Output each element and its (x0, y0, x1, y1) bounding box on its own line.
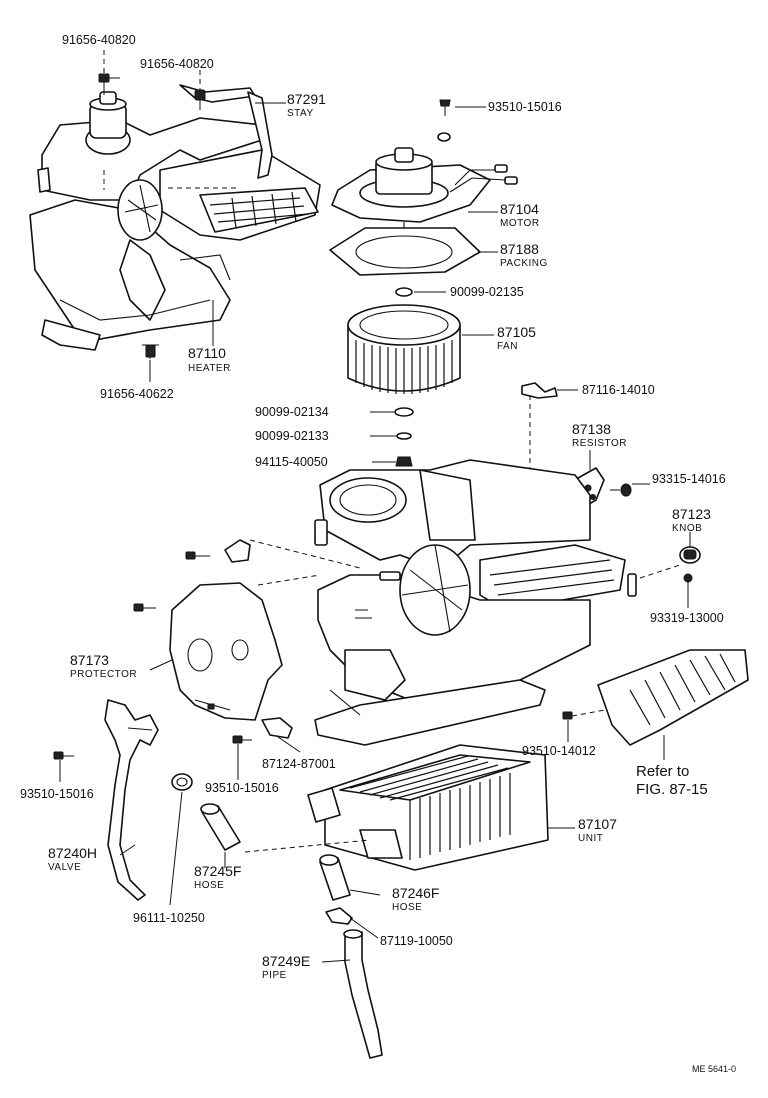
label-knob: KNOB (672, 523, 702, 534)
label-motor: MOTOR (500, 218, 540, 229)
label-hose-b: HOSE (392, 902, 422, 913)
label-87291: 87291 (287, 91, 326, 107)
screw-93510-14012-icon (562, 709, 606, 720)
figure-code: ME 5641-0 (692, 1064, 736, 1074)
label-stay: STAY (287, 108, 314, 119)
label-87105: 87105 (497, 324, 536, 340)
label-87107: 87107 (578, 816, 617, 832)
label-87110: 87110 (188, 345, 226, 361)
label-87119-10050: 87119-10050 (380, 934, 453, 948)
label-87124-87001: 87124-87001 (262, 757, 336, 771)
label-87123: 87123 (672, 506, 711, 522)
clamp-96111-10250-icon (171, 773, 193, 791)
label-91656-40820-a: 91656-40820 (62, 33, 136, 47)
pipe (343, 929, 383, 1059)
label-fig-87-15: FIG. 87-15 (636, 781, 708, 798)
heater-core-unit (307, 744, 549, 871)
label-refer-to: Refer to (636, 763, 689, 780)
screw-93510-15016-left-icon (53, 751, 74, 760)
label-packing: PACKING (500, 258, 548, 269)
screw-protector-icon (133, 603, 156, 612)
label-90099-02134: 90099-02134 (255, 405, 329, 419)
valve (104, 699, 159, 901)
screw-91656-40622-icon (142, 344, 159, 358)
label-93510-15016-left: 93510-15016 (20, 787, 94, 801)
label-93315-14016: 93315-14016 (652, 472, 726, 486)
label-protector: PROTECTOR (70, 669, 137, 680)
washer-90099-02134-icon (394, 407, 414, 417)
label-87104: 87104 (500, 201, 539, 217)
label-87173: 87173 (70, 652, 109, 668)
bracket-87124-icon (261, 717, 293, 739)
label-pipe: PIPE (262, 970, 287, 981)
knob-icon (679, 546, 701, 564)
label-96111-10250: 96111-10250 (133, 911, 205, 925)
label-87138: 87138 (572, 421, 611, 437)
label-93319-13000: 93319-13000 (650, 611, 724, 625)
label-fan: FAN (497, 341, 518, 352)
label-valve: VALVE (48, 862, 81, 873)
washer-90099-02133-icon (396, 432, 412, 440)
label-94115-40050: 94115-40050 (255, 455, 328, 469)
heater-assembly (29, 84, 321, 351)
label-87240H: 87240H (48, 845, 97, 861)
hose-87246F (319, 854, 351, 901)
label-resistor: RESISTOR (572, 438, 627, 449)
screw-91656-40820-b-icon (194, 89, 206, 110)
packing (329, 227, 481, 276)
bracket-icon (224, 539, 251, 563)
washer-icon (437, 132, 451, 142)
screw-93510-15016-top-icon (439, 99, 451, 116)
duct (597, 649, 749, 746)
nut-90099-02135-icon (395, 287, 413, 297)
label-91656-40622: 91656-40622 (100, 387, 174, 401)
label-91656-40820-b: 91656-40820 (140, 57, 214, 71)
label-93510-14012: 93510-14012 (522, 744, 596, 758)
nut-94115-40050-icon (395, 456, 413, 467)
screw-93319-13000-icon (683, 573, 693, 583)
screw-93510-15016-mid-icon (232, 735, 252, 744)
label-87249E: 87249E (262, 953, 310, 969)
label-87188: 87188 (500, 241, 539, 257)
blower-unit (314, 459, 637, 746)
label-93510-15016-top: 93510-15016 (488, 100, 562, 114)
leader-lines (59, 77, 691, 963)
label-heater: HEATER (188, 363, 231, 374)
hose-87245F (200, 803, 241, 851)
clamp-87119-icon (325, 907, 353, 925)
label-unit: UNIT (578, 833, 603, 844)
screw-93315-14016-icon (610, 483, 632, 497)
protector (169, 582, 283, 721)
label-90099-02133: 90099-02133 (255, 429, 329, 443)
label-87245F: 87245F (194, 863, 241, 879)
clamp-87116-icon (521, 382, 558, 399)
label-93510-15016-mid: 93510-15016 (205, 781, 279, 795)
label-hose-a: HOSE (194, 880, 224, 891)
screw-bracket-top-icon (185, 551, 210, 560)
blower-fan (347, 304, 461, 394)
label-87116-14010: 87116-14010 (582, 383, 655, 397)
label-87246F: 87246F (392, 885, 439, 901)
label-90099-02135: 90099-02135 (450, 285, 524, 299)
blower-motor (331, 147, 518, 240)
